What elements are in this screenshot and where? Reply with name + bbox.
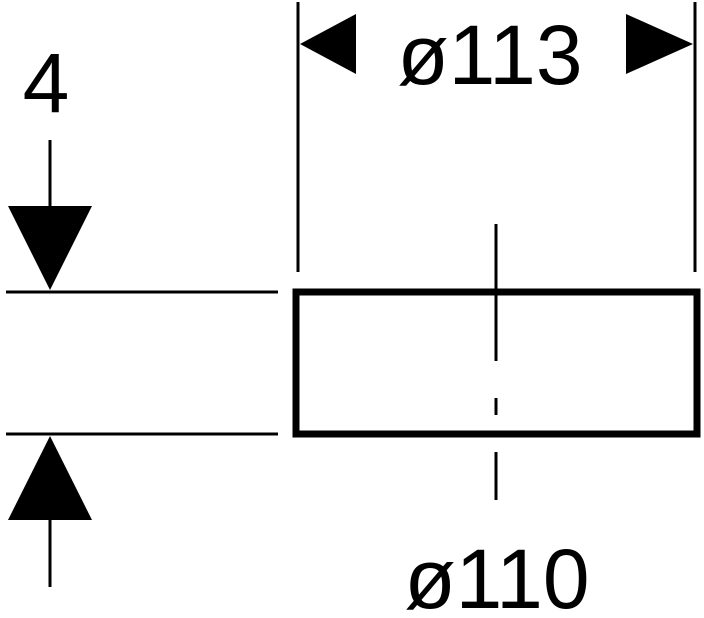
outer-diameter-arrow-right xyxy=(626,14,693,74)
inner-diameter-label: ø110 xyxy=(404,532,589,618)
thickness-arrow-bottom xyxy=(8,436,92,520)
outer-diameter-label: ø113 xyxy=(397,8,582,102)
thickness-label: 4 xyxy=(23,36,70,130)
outer-diameter-arrow-left xyxy=(300,14,356,74)
thickness-arrow-top xyxy=(8,206,92,290)
